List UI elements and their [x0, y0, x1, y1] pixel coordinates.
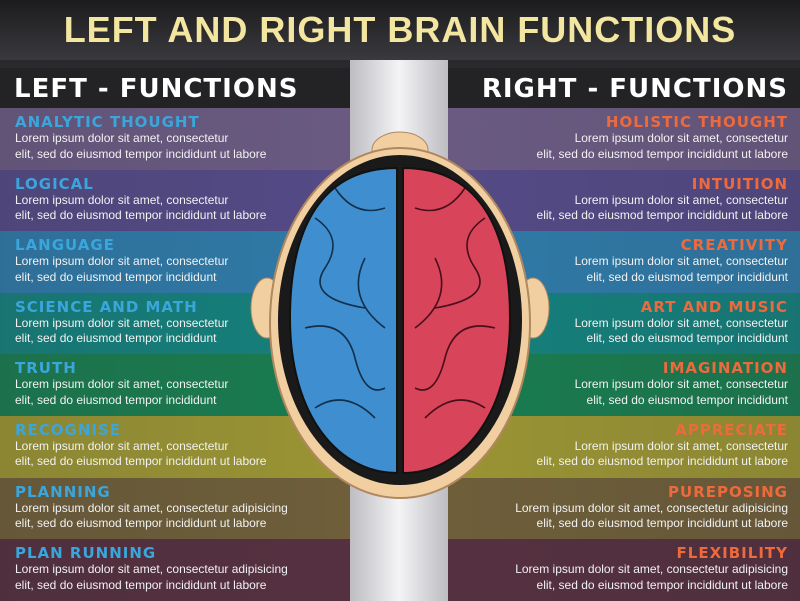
function-description-line: elit, sed do eiusmod tempor incididunt u… — [15, 208, 267, 223]
function-description-line: elit, sed do eiusmod tempor incididunt u… — [15, 146, 267, 161]
function-description-line: Lorem ipsum dolor sit amet, consectetur … — [515, 562, 788, 577]
function-title: HOLISTIC THOUGHT — [605, 113, 788, 131]
function-title: INTUITION — [691, 174, 788, 193]
function-title: PLAN RUNNING — [15, 544, 157, 563]
function-description-line: elit, sed do eiusmod tempor incididunt u… — [536, 577, 788, 592]
function-description-line: Lorem ipsum dolor sit amet, consectetur … — [515, 500, 788, 515]
function-description-line: elit, sed do eiusmod tempor incididunt — [586, 269, 788, 284]
right-function-item: PUREPOSING Lorem ipsum dolor sit amet, c… — [448, 477, 800, 540]
function-description-line: Lorem ipsum dolor sit amet, consectetur — [15, 438, 229, 453]
right-functions-heading: RIGHT - FUNCTIONS — [448, 68, 800, 108]
right-function-item: INTUITION Lorem ipsum dolor sit amet, co… — [448, 169, 800, 232]
right-function-item: FLEXIBILITY Lorem ipsum dolor sit amet, … — [448, 539, 800, 601]
function-title: LOGICAL — [15, 174, 94, 193]
function-description-line: elit, sed do eiusmod tempor incididunt u… — [536, 208, 788, 223]
function-title: TRUTH — [15, 359, 77, 378]
left-function-item: PLANNING Lorem ipsum dolor sit amet, con… — [0, 477, 350, 540]
function-description-line: Lorem ipsum dolor sit amet, consectetur — [15, 192, 229, 207]
function-description-line: elit, sed do eiusmod tempor incididunt — [15, 331, 217, 346]
function-title: IMAGINATION — [662, 359, 788, 378]
function-description-line: Lorem ipsum dolor sit amet, consectetur — [15, 131, 229, 145]
function-description-line: Lorem ipsum dolor sit amet, consectetur — [574, 377, 788, 392]
function-title: ANALYTIC THOUGHT — [15, 113, 200, 131]
function-description-line: elit, sed do eiusmod tempor incididunt — [586, 392, 788, 407]
function-description-line: Lorem ipsum dolor sit amet, consectetur — [15, 315, 229, 330]
function-description-line: Lorem ipsum dolor sit amet, consectetur — [574, 131, 788, 145]
function-description-line: Lorem ipsum dolor sit amet, consectetur — [15, 254, 229, 269]
function-title: SCIENCE AND MATH — [15, 297, 198, 316]
left-hemisphere — [288, 166, 398, 475]
right-hemisphere — [402, 166, 512, 475]
function-description-line: elit, sed do eiusmod tempor incididunt u… — [15, 454, 267, 469]
function-description-line: elit, sed do eiusmod tempor incididunt — [15, 269, 217, 284]
function-description-line: elit, sed do eiusmod tempor incididunt u… — [536, 516, 788, 531]
page-title: LEFT AND RIGHT BRAIN FUNCTIONS — [0, 0, 800, 60]
function-description-line: Lorem ipsum dolor sit amet, consectetur — [574, 438, 788, 453]
function-title: ART AND MUSIC — [640, 297, 788, 316]
function-description-line: elit, sed do eiusmod tempor incididunt u… — [15, 516, 267, 531]
function-title: PUREPOSING — [668, 482, 788, 501]
left-function-item: PLAN RUNNING Lorem ipsum dolor sit amet,… — [0, 539, 350, 601]
right-function-item: APPRECIATE Lorem ipsum dolor sit amet, c… — [448, 415, 800, 478]
function-description-line: elit, sed do eiusmod tempor incididunt u… — [15, 577, 267, 592]
function-description-line: elit, sed do eiusmod tempor incididunt u… — [536, 146, 788, 161]
function-title: FLEXIBILITY — [676, 544, 788, 563]
left-function-item: RECOGNISE Lorem ipsum dolor sit amet, co… — [0, 415, 350, 478]
right-function-item: HOLISTIC THOUGHT Lorem ipsum dolor sit a… — [448, 108, 800, 170]
function-title: PLANNING — [15, 482, 111, 501]
function-title: LANGUAGE — [15, 236, 115, 255]
function-description-line: Lorem ipsum dolor sit amet, consectetur — [574, 192, 788, 207]
function-title: RECOGNISE — [15, 420, 122, 439]
function-description-line: Lorem ipsum dolor sit amet, consectetur — [574, 315, 788, 330]
function-description-line: elit, sed do eiusmod tempor incididunt u… — [536, 454, 788, 469]
function-title: APPRECIATE — [675, 420, 788, 439]
brain-illustration — [250, 131, 550, 499]
left-function-item: ANALYTIC THOUGHT Lorem ipsum dolor sit a… — [0, 108, 350, 170]
function-description-line: Lorem ipsum dolor sit amet, consectetur — [574, 254, 788, 269]
function-description-line: Lorem ipsum dolor sit amet, consectetur … — [15, 500, 288, 515]
function-description-line: elit, sed do eiusmod tempor incididunt — [586, 331, 788, 346]
function-title: CREATIVITY — [680, 236, 788, 255]
function-description-line: Lorem ipsum dolor sit amet, consectetur — [15, 377, 229, 392]
left-function-item: LOGICAL Lorem ipsum dolor sit amet, cons… — [0, 169, 350, 232]
function-description-line: Lorem ipsum dolor sit amet, consectetur … — [15, 562, 288, 577]
function-description-line: elit, sed do eiusmod tempor incididunt — [15, 392, 217, 407]
left-functions-heading: LEFT - FUNCTIONS — [0, 68, 350, 108]
